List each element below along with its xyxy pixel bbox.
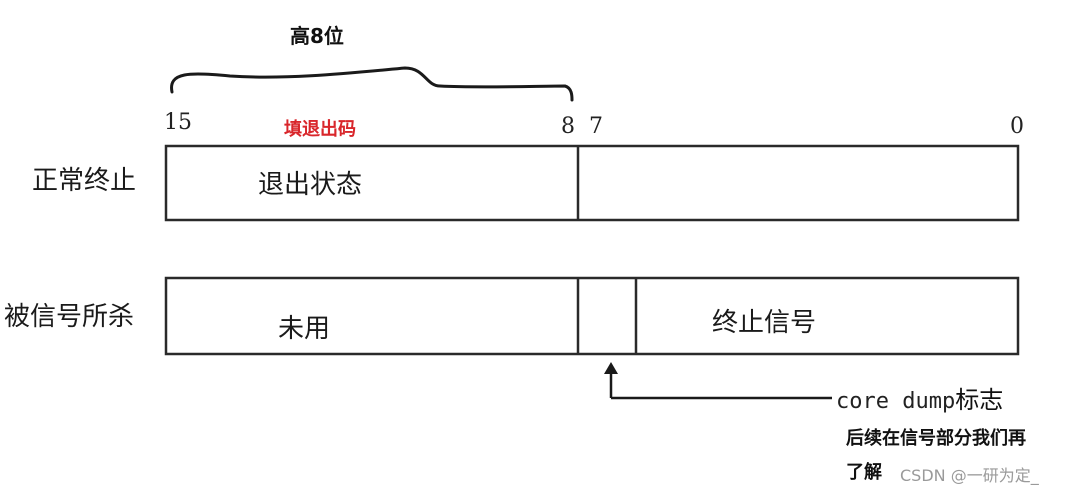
bit-8-label: 8 — [561, 114, 575, 139]
core-dump-flag-label: core dump标志 — [836, 380, 1003, 415]
core-dump-text: core dump — [836, 389, 956, 414]
termination-signal-cell: 终止信号 — [712, 308, 817, 338]
note-line-2: 了解 — [846, 462, 882, 483]
unused-cell: 未用 — [278, 314, 331, 344]
core-dump-arrow-head — [604, 362, 618, 374]
bit-15-label: 15 — [164, 110, 192, 135]
normal-termination-label: 正常终止 — [32, 166, 137, 196]
note-line-1: 后续在信号部分我们再 — [846, 428, 1026, 449]
killed-row-box — [164, 276, 1020, 356]
exit-status-cell: 退出状态 — [258, 170, 363, 200]
high-bits-brace — [170, 66, 574, 102]
bit-7-label: 7 — [589, 114, 603, 139]
killed-by-signal-label: 被信号所杀 — [4, 302, 135, 332]
normal-row-box — [164, 144, 1020, 222]
fill-exit-code-label: 填退出码 — [284, 119, 356, 140]
high-bits-label: 高8位 — [290, 24, 344, 48]
csdn-watermark: CSDN @一研为定_ — [900, 466, 1039, 485]
core-dump-flag-suffix: 标志 — [955, 386, 1004, 414]
bit-0-label: 0 — [1010, 114, 1024, 139]
